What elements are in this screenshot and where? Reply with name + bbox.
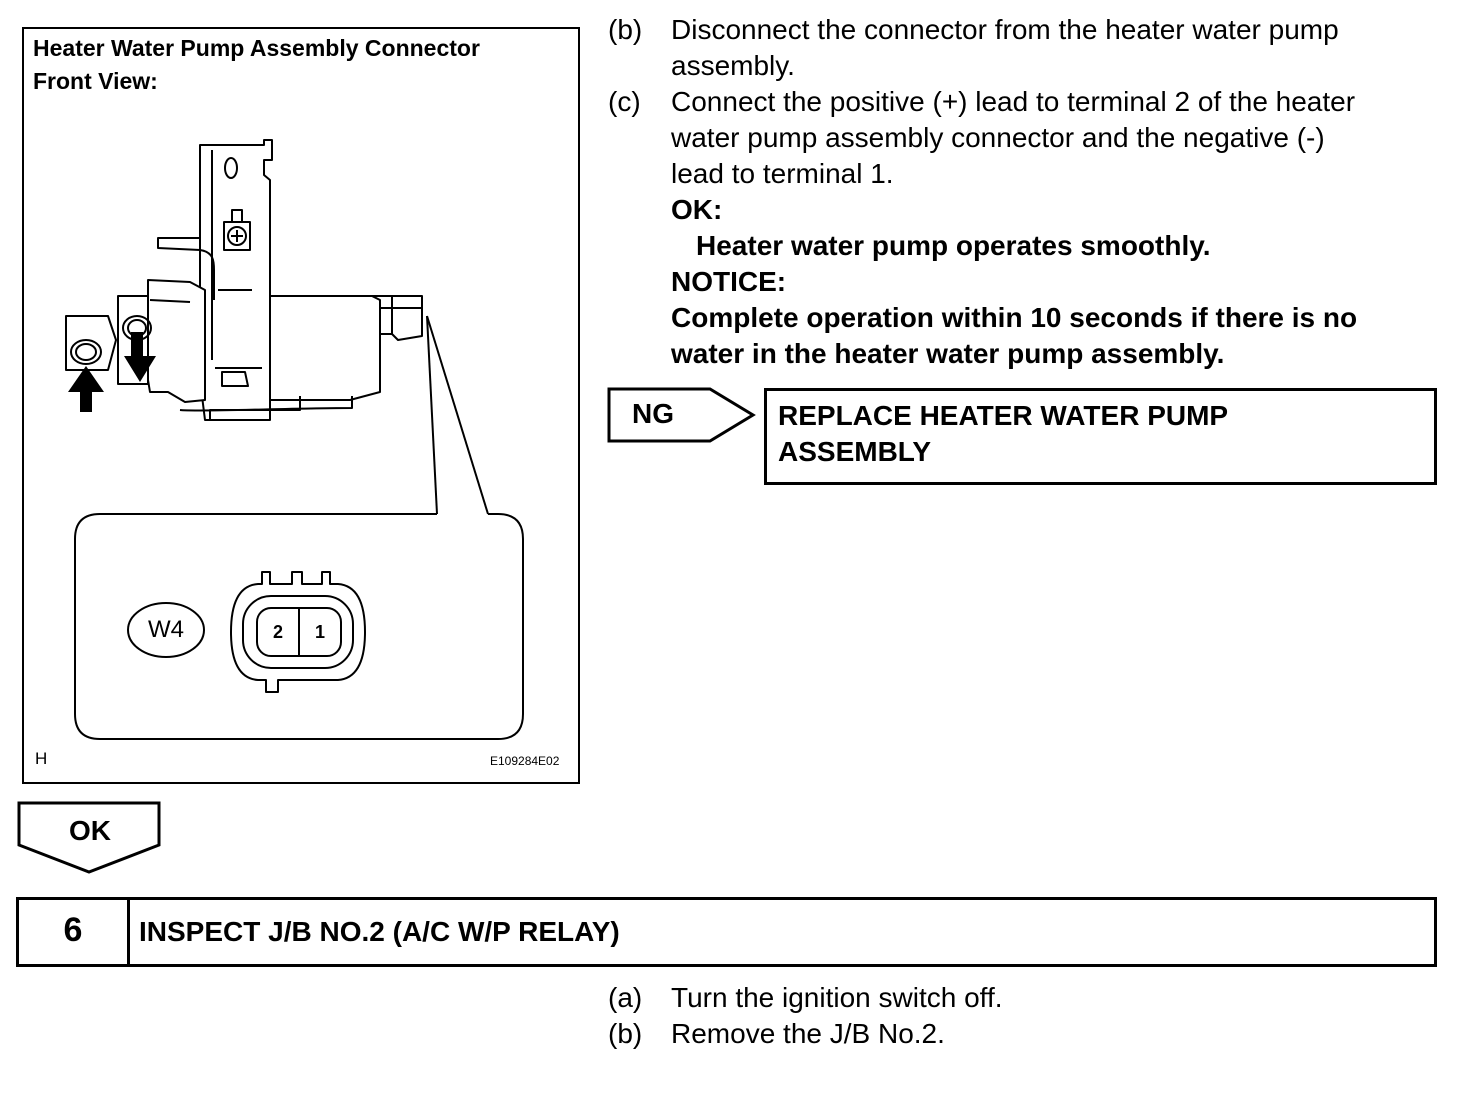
connector-outline <box>230 571 366 693</box>
motor-body <box>269 295 381 401</box>
ok-result: Heater water pump operates smoothly. <box>696 230 1211 261</box>
pump-connector-illustration <box>65 139 524 740</box>
step-b2-text: Remove the J/B No.2. <box>671 1018 945 1049</box>
figure-title-line1: Heater Water Pump Assembly Connector <box>33 35 480 61</box>
section-title: INSPECT J/B NO.2 (A/C W/P RELAY) <box>139 916 620 947</box>
figure-frame <box>22 27 580 784</box>
ng-action-box <box>764 388 1437 485</box>
outlet-arrow-icon <box>124 332 156 382</box>
ng-action-line2: ASSEMBLY <box>778 436 932 467</box>
notice-line2: water in the heater water pump assembly. <box>671 338 1225 369</box>
leader-line-left <box>426 315 438 515</box>
step-c-line1: Connect the positive (+) lead to termina… <box>671 86 1356 117</box>
figure-corner-letter: H <box>35 749 48 768</box>
connector-code-ellipse <box>127 602 205 658</box>
step-c-line2: water pump assembly connector and the ne… <box>671 122 1325 153</box>
step-c-line3: lead to terminal 1. <box>671 158 894 189</box>
zoom-box <box>74 513 524 740</box>
pump-housing <box>147 279 206 403</box>
figure-title-line2: Front View: <box>33 68 158 94</box>
ng-arrow-shape <box>607 387 756 443</box>
ng-label: NG <box>632 398 674 429</box>
step-a-text: Turn the ignition switch off. <box>671 982 1003 1013</box>
step-a-label: (a) <box>608 982 643 1013</box>
notice-line1: Complete operation within 10 seconds if … <box>671 302 1358 333</box>
step-b-line1: Disconnect the connector from the heater… <box>671 14 1339 45</box>
ok-arrow-shape <box>17 801 161 874</box>
ok-heading: OK: <box>671 194 723 225</box>
motor-connector <box>372 295 423 341</box>
bracket <box>199 139 273 421</box>
section-header <box>16 897 1437 967</box>
step-c-label: (c) <box>608 86 641 117</box>
terminal-2: 2 <box>272 622 283 642</box>
section-number: 6 <box>63 911 83 949</box>
step-b-line2: assembly. <box>671 50 795 81</box>
inlet-arrow-icon <box>68 366 104 412</box>
step-b2-label: (b) <box>608 1018 643 1049</box>
step-b-label: (b) <box>608 14 643 45</box>
ok-branch-label: OK <box>69 815 111 846</box>
connector-code: W4 <box>148 616 184 643</box>
figure-id: E109284E02 <box>490 754 560 768</box>
leader-line-right <box>426 315 489 515</box>
notice-heading: NOTICE: <box>671 266 787 297</box>
section-divider <box>127 897 130 967</box>
ng-action-line1: REPLACE HEATER WATER PUMP <box>778 400 1229 431</box>
terminal-1: 1 <box>314 622 325 642</box>
